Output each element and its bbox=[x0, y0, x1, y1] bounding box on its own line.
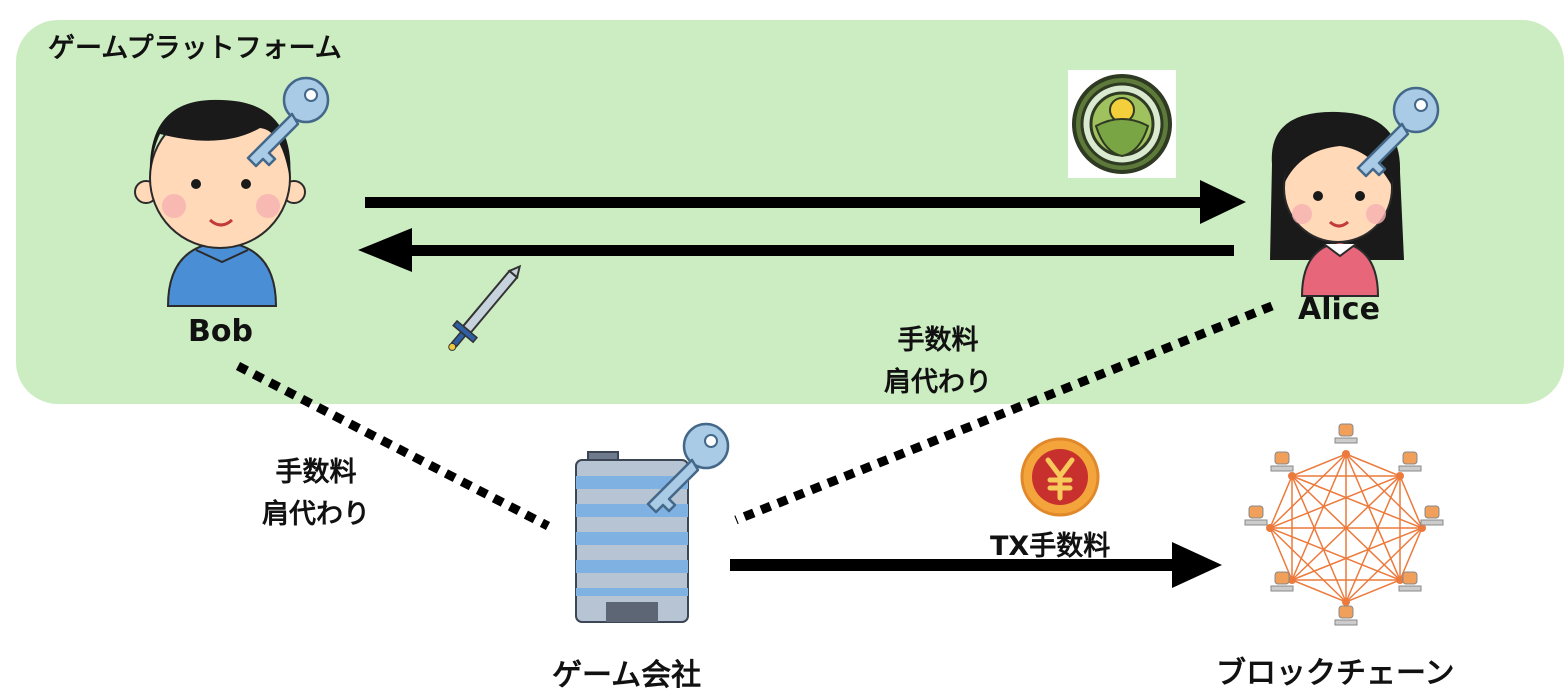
coin-token-icon bbox=[1068, 70, 1176, 178]
bob-company-dotted-line bbox=[235, 362, 551, 530]
right-fee-line1: 手数料 bbox=[897, 325, 979, 356]
building-icon bbox=[575, 451, 689, 623]
sword-icon bbox=[448, 264, 522, 351]
blockchain-label: ブロックチェーン bbox=[1216, 656, 1455, 691]
blockchain-network-icon bbox=[1244, 423, 1444, 626]
alice-label: Alice bbox=[1298, 292, 1380, 327]
right-fee-line2: 肩代わり bbox=[884, 367, 992, 398]
right-fee-label: 手数料 肩代わり bbox=[884, 320, 992, 404]
platform-title: ゲームプラットフォーム bbox=[48, 33, 342, 64]
left-fee-label: 手数料 肩代わり bbox=[262, 452, 370, 536]
arrow-company-to-blockchain bbox=[730, 542, 1222, 588]
bob-person-icon bbox=[134, 99, 306, 307]
bob-label: Bob bbox=[188, 314, 253, 349]
alice-company-dotted-line bbox=[734, 301, 1274, 525]
left-fee-line1: 手数料 bbox=[275, 457, 357, 488]
arrow-bob-to-alice bbox=[365, 180, 1246, 224]
left-fee-line2: 肩代わり bbox=[262, 499, 370, 530]
alice-person-icon bbox=[1270, 111, 1404, 297]
yen-coin-icon bbox=[1020, 437, 1100, 517]
arrow-alice-to-bob bbox=[358, 228, 1234, 272]
company-label: ゲーム会社 bbox=[552, 658, 702, 693]
tx-fee-label: TX手数料 bbox=[990, 531, 1111, 562]
